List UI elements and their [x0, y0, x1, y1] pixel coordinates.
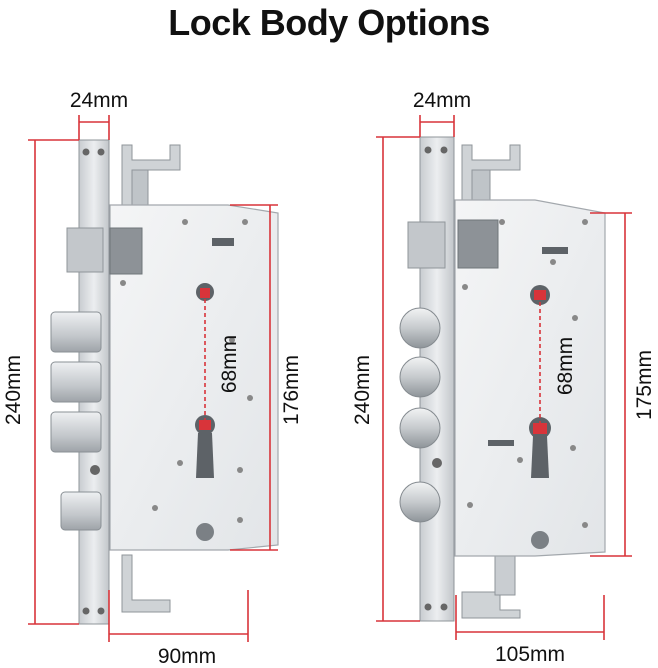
left-faceplate-width-label: 24mm — [70, 89, 128, 112]
right-lock-body — [399, 136, 606, 622]
page-title: Lock Body Options — [168, 2, 490, 43]
right-body-width-label: 105mm — [495, 643, 565, 666]
left-lock-labels: 24mm 240mm 176mm 68mm 90mm — [2, 89, 303, 668]
right-lock-labels: 24mm 240mm 175mm 68mm 105mm — [351, 89, 656, 666]
right-lock-dimensions — [376, 115, 632, 640]
left-lock-dimensions — [28, 115, 278, 642]
left-body-height-label: 176mm — [280, 355, 303, 425]
left-body-width-label: 90mm — [158, 645, 216, 668]
right-height-label: 240mm — [351, 355, 374, 425]
right-body-height-label: 175mm — [633, 350, 656, 420]
left-height-label: 240mm — [2, 355, 25, 425]
left-lock-body — [50, 139, 279, 625]
right-spacing-label: 68mm — [554, 337, 577, 395]
right-faceplate-width-label: 24mm — [413, 89, 471, 112]
left-spacing-label: 68mm — [218, 335, 241, 393]
